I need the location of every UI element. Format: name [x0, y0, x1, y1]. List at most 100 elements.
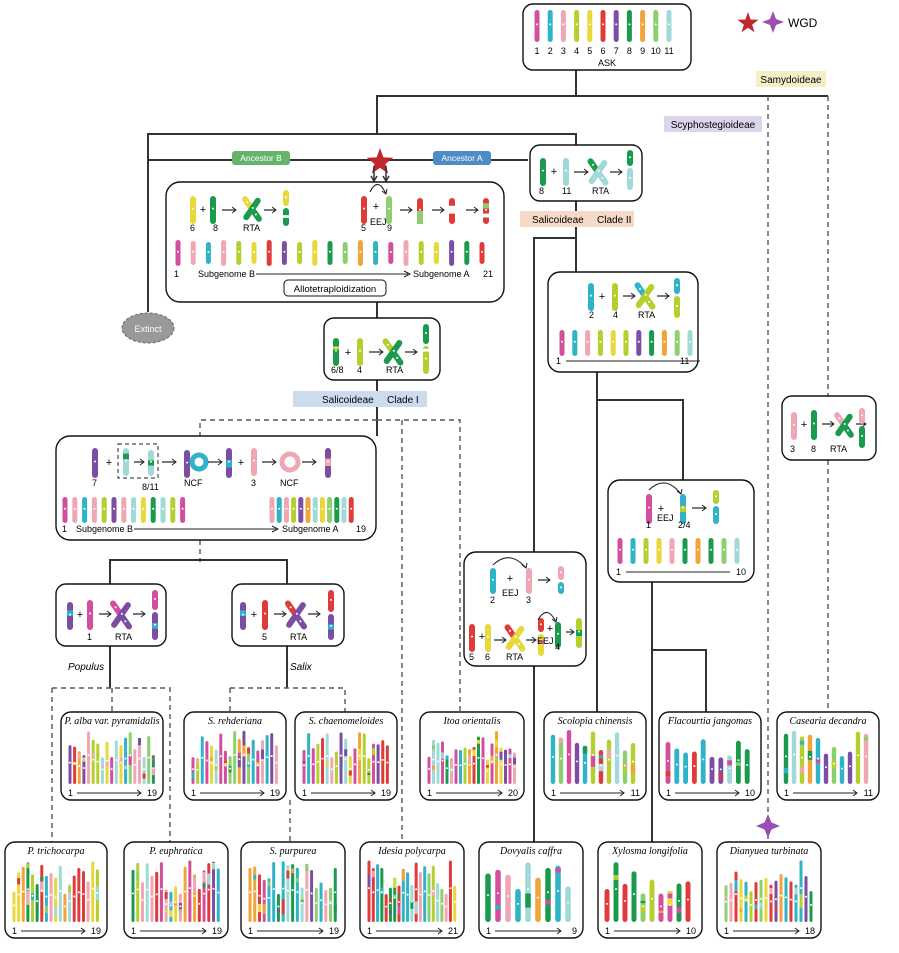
species-chromosome [58, 865, 62, 922]
sco-eej: EEJ [657, 513, 674, 523]
species-chromosome [63, 893, 67, 922]
salix-box: + 5 RTA [231, 583, 345, 647]
species-chromosome [233, 730, 237, 784]
chromosome [184, 450, 190, 478]
centromere [363, 207, 365, 210]
centromere [576, 760, 578, 763]
subgenome-chromosome [291, 497, 297, 523]
species-chromosome [397, 885, 401, 922]
ask-chromosome-6 [600, 10, 606, 42]
subgenome-chromosome [403, 240, 409, 266]
species-arrowhead [370, 789, 376, 797]
chromosome-band [367, 772, 371, 775]
centromere [321, 757, 324, 760]
dov-6: 6 [485, 652, 490, 662]
centromere [171, 507, 174, 510]
chromosome-band [667, 898, 673, 906]
centromere [275, 761, 278, 764]
species-chromosome [565, 886, 571, 922]
species-chromosome [582, 745, 588, 784]
species-chromosome [257, 874, 261, 922]
centromere [428, 768, 430, 771]
centromere [381, 758, 384, 761]
centromere [540, 642, 542, 645]
chromosome-band [739, 908, 743, 913]
species-chromosome [388, 887, 392, 922]
chromosome-band [558, 737, 564, 743]
centromere [122, 507, 125, 510]
centromere [82, 892, 85, 895]
species-chromosome [311, 748, 315, 784]
centromere [73, 762, 76, 765]
chromosome-band [555, 868, 561, 873]
species-chromosome [295, 867, 299, 922]
species-name: P. trichocarpa [26, 846, 84, 857]
wgd-purple-star-icon [756, 814, 780, 838]
chromosome-band [388, 899, 392, 904]
species-chromosome [188, 860, 192, 922]
chromosome-band [256, 762, 260, 767]
centromere [154, 623, 156, 626]
centromere [69, 613, 71, 616]
centromere [597, 169, 600, 172]
species-start-index: 1 [12, 926, 17, 936]
ancestor-b-badge [232, 151, 290, 165]
ask-chromosomes [534, 10, 672, 42]
centromere [735, 893, 737, 896]
species-chromosome [81, 871, 85, 922]
centromere [560, 571, 562, 574]
arrowhead [617, 168, 623, 176]
chromosome-band [432, 744, 435, 750]
chromosome-band [300, 899, 304, 903]
centromere [536, 23, 538, 26]
chromosome-band [305, 864, 309, 872]
centromere [450, 768, 453, 771]
c2a-rta: RTA [638, 310, 655, 320]
subgenome-chromosome [150, 497, 156, 523]
centromere [376, 889, 379, 892]
centromere [120, 612, 123, 615]
c1r-rta: RTA [386, 365, 403, 375]
ncf-ring [189, 452, 209, 472]
dov-eej2: EEJ [537, 636, 554, 646]
ancestor-a-label: Ancestor A [441, 153, 482, 163]
centromere [446, 767, 448, 770]
chromosome [656, 538, 662, 564]
sco-row [617, 538, 740, 564]
chromosome [572, 330, 578, 356]
c1w-ncf2: NCF [280, 478, 299, 488]
chromosome [251, 448, 257, 476]
species-chromosome [68, 745, 72, 784]
chromosome-band [799, 740, 805, 745]
centromere [22, 890, 25, 893]
centromere [169, 904, 172, 907]
species-start-index: 1 [367, 926, 372, 936]
chromosome [585, 330, 591, 356]
centromere [212, 887, 215, 890]
centromere [527, 888, 529, 891]
allo-21: 21 [483, 269, 493, 279]
centromere [77, 891, 80, 894]
clade1-wgd-row [62, 497, 354, 523]
species-chromosome [82, 755, 86, 784]
species-chromosome [774, 880, 778, 922]
centromere [343, 507, 345, 510]
species-name: Itoa orientalis [443, 716, 501, 727]
species-chromosome [207, 863, 211, 922]
centromere [192, 768, 194, 771]
centromere [805, 895, 807, 898]
ask-number: 10 [651, 46, 661, 56]
dov-eej: EEJ [502, 588, 519, 598]
centromere [509, 763, 511, 766]
centromere [334, 891, 337, 894]
species-chromosome [376, 864, 380, 922]
cas-ops: + [791, 408, 867, 448]
species-chromosome [459, 749, 462, 784]
centromere [372, 891, 375, 894]
rta-cross-b [243, 197, 261, 221]
rta-cross [284, 600, 308, 630]
centromere [485, 208, 487, 211]
chromosome-band [735, 762, 741, 766]
species-chromosome [147, 736, 151, 784]
arrowhead [664, 292, 670, 300]
